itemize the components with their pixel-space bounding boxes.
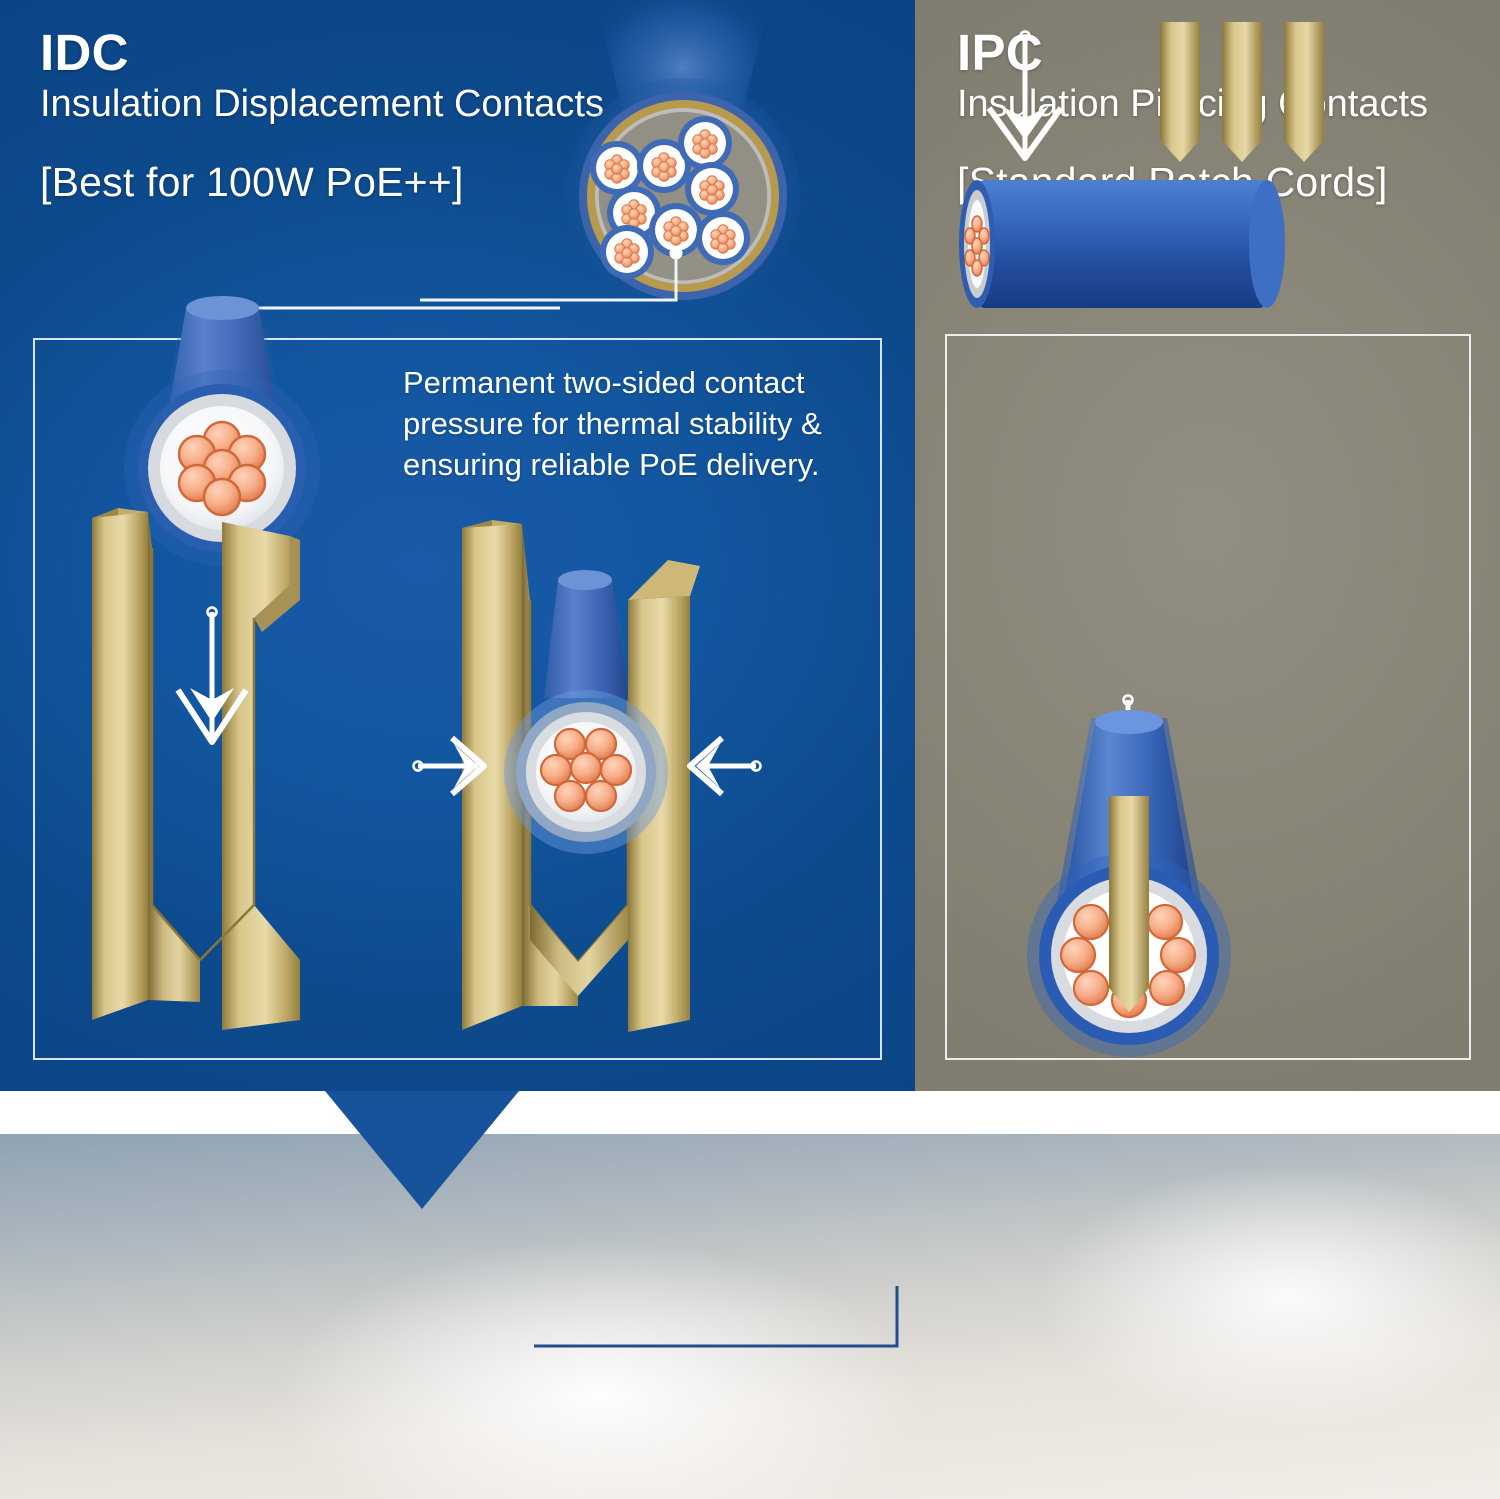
- ipc-full-name: Insulation Piercing Contacts: [957, 83, 1429, 126]
- idc-description: Permanent two-sided contact pressure for…: [403, 365, 822, 483]
- product-photo-band: [0, 1134, 1500, 1499]
- idc-full-name: Insulation Displacement Contacts: [40, 83, 604, 126]
- idc-abbreviation: IDC: [40, 24, 129, 81]
- idc-heading: IDC Insulation Displacement Contacts [Be…: [40, 24, 604, 206]
- ipc-tagline: [Standard Patch Cords]: [957, 158, 1388, 205]
- ipc-abbreviation: IPC: [957, 24, 1043, 81]
- inset-leader-line: [534, 1286, 899, 1348]
- idc-tagline: [Best for 100W PoE++]: [40, 158, 464, 205]
- idc-panel: IDC Insulation Displacement Contacts [Be…: [0, 0, 915, 1091]
- ipc-panel: IPC Insulation Piercing Contacts [Standa…: [915, 0, 1500, 1091]
- ipc-heading: IPC Insulation Piercing Contacts [Standa…: [957, 24, 1428, 206]
- cable-pair-bundles: [590, 116, 750, 279]
- ipc-diagram-frame: [945, 334, 1471, 1060]
- pointer-triangle: [325, 1091, 519, 1209]
